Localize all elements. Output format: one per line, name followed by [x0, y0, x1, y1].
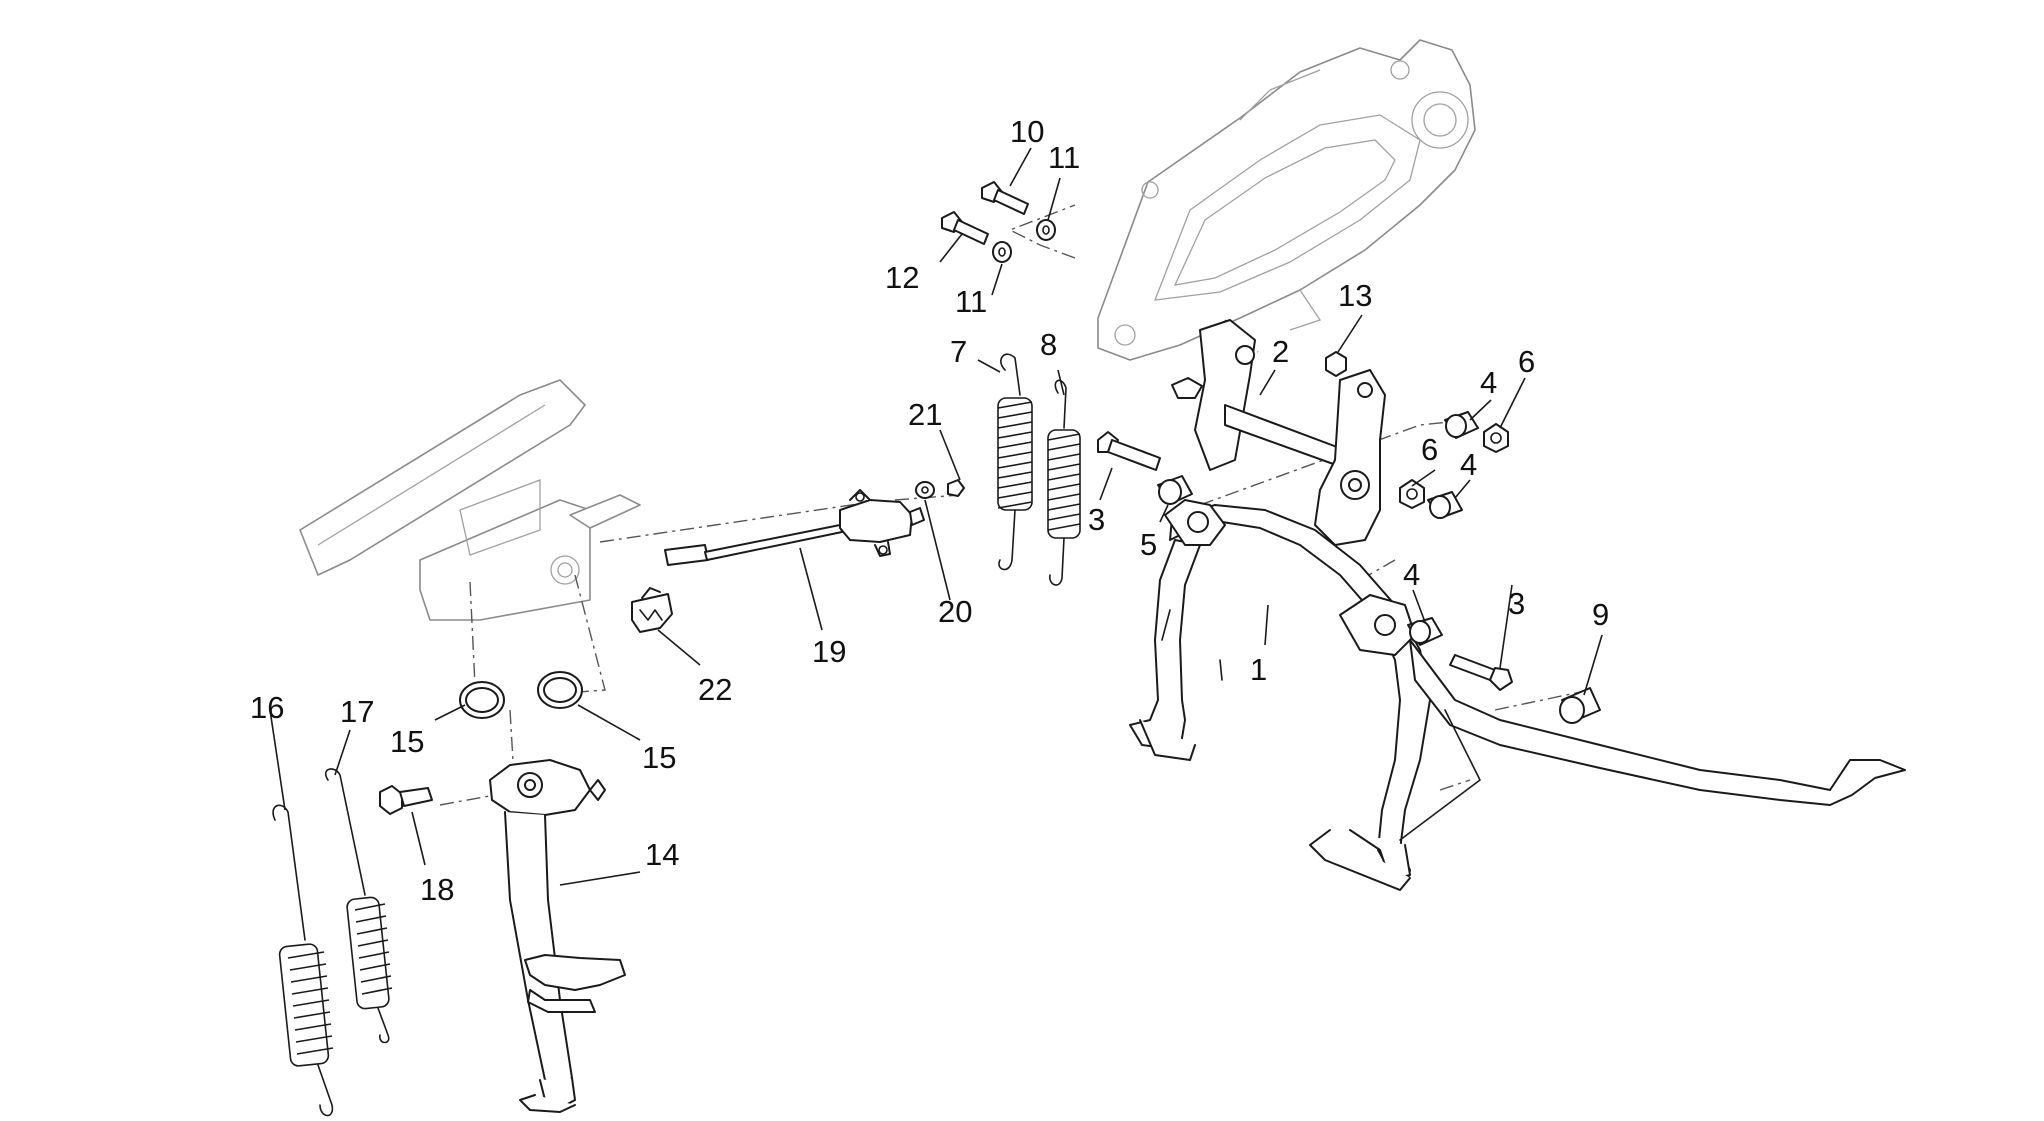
assembly-lines [439, 204, 1591, 881]
bolt-3-upper [1097, 431, 1161, 471]
callout-7: 7 [950, 334, 967, 369]
callout-11-a: 11 [1048, 140, 1080, 175]
stand-switch-19 [664, 489, 925, 566]
nut-6-b [1399, 479, 1425, 509]
callout-4-c: 4 [1403, 557, 1420, 592]
o-ring-15-b [537, 671, 583, 709]
callout-1: 1 [1250, 652, 1267, 687]
clip-22 [631, 587, 673, 633]
spring-7 [997, 353, 1033, 571]
callout-4-a: 4 [1480, 365, 1497, 400]
callout-22: 22 [698, 672, 732, 707]
washer-11-b [992, 241, 1012, 263]
callout-3-lower: 3 [1508, 586, 1525, 621]
callout-9: 9 [1592, 597, 1609, 632]
screw-10 [981, 181, 1029, 215]
callout-2: 2 [1272, 334, 1289, 369]
spring-17 [324, 768, 393, 1044]
callout-17: 17 [340, 694, 374, 729]
callout-16: 16 [250, 690, 284, 725]
footboard-bracket [299, 379, 641, 621]
bushing-4-c [1407, 617, 1443, 646]
callout-15-a: 15 [390, 724, 424, 759]
callout-6-b: 6 [1421, 432, 1438, 467]
callout-13: 13 [1338, 278, 1372, 313]
washer-11-a [1036, 219, 1056, 241]
callout-12: 12 [885, 260, 919, 295]
bushing-4-a [1444, 411, 1479, 439]
callout-3-upper: 3 [1088, 502, 1105, 537]
nut-6-a [1483, 423, 1509, 453]
leader-lines [269, 147, 1603, 886]
o-ring-15-a [459, 681, 505, 719]
callout-20: 20 [938, 594, 972, 629]
callout-4-b: 4 [1460, 447, 1477, 482]
center-stand [1129, 499, 1906, 891]
washer-20 [915, 481, 935, 499]
pivot-bolt-18 [379, 785, 433, 815]
rubber-stop-9 [1559, 687, 1601, 724]
callout-11-b: 11 [955, 284, 987, 319]
side-stand [489, 759, 626, 1113]
callout-19: 19 [812, 634, 846, 669]
bolt-3-lower [1449, 654, 1513, 691]
callout-21: 21 [908, 397, 942, 432]
bushing-4-b [1427, 491, 1463, 519]
callout-18: 18 [420, 872, 454, 907]
screw-21 [947, 479, 965, 497]
callout-6-a: 6 [1518, 344, 1535, 379]
spring-16 [272, 804, 334, 1117]
stand-pivot-bracket [1171, 319, 1386, 546]
callout-10: 10 [1010, 114, 1044, 149]
callout-8: 8 [1040, 327, 1057, 362]
callout-5: 5 [1140, 527, 1157, 562]
nut-13 [1325, 351, 1347, 377]
frame-casting [1097, 39, 1476, 361]
spring-8 [1047, 379, 1081, 586]
spacer-5 [1157, 475, 1193, 505]
callout-labels: 1 2 3 3 4 4 4 5 6 6 7 8 9 10 11 11 12 13… [250, 114, 1609, 907]
callout-14: 14 [645, 837, 679, 872]
callout-15-b: 15 [642, 740, 676, 775]
screw-12 [941, 211, 989, 245]
